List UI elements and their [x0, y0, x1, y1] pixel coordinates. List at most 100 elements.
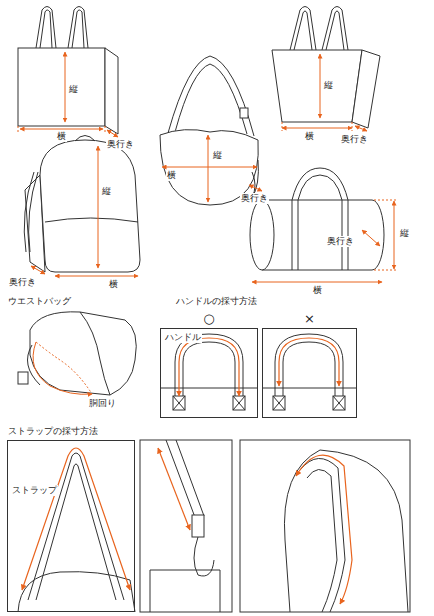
- waist-bag: [80, 312, 110, 395]
- measure-panel: ストラップ: [7, 440, 135, 612]
- measure-panel: ×: [262, 328, 357, 418]
- dimension-label: 縦: [323, 80, 334, 91]
- measure-arrow: [296, 455, 352, 604]
- measure-arrow: [162, 167, 257, 168]
- tote-bag: [294, 11, 312, 50]
- dimension-label: 縦: [68, 84, 79, 95]
- handle-figure: [283, 342, 335, 405]
- strap-figure: [18, 440, 410, 612]
- duffel-bag: [262, 200, 372, 270]
- tote-bag: [68, 7, 88, 49]
- strap-figure: [166, 440, 204, 520]
- backpack: [75, 136, 95, 142]
- measure-arrow: [98, 146, 99, 268]
- measure-arrow: [249, 185, 262, 191]
- duffel-bag: [250, 168, 384, 270]
- measure-arrow: [33, 342, 92, 394]
- section-heading: ウエストバッグ: [7, 296, 72, 307]
- shoulder-bag: [175, 64, 247, 134]
- measure-arrow: [18, 126, 19, 132]
- duffel-bag: [292, 168, 348, 200]
- measure-arrow: [22, 448, 352, 604]
- strap-figure: [307, 469, 337, 612]
- measure-arrow: [18, 52, 118, 137]
- dimension-label: 縦: [399, 228, 410, 239]
- handle-figure: [183, 342, 235, 405]
- dimension-label: 奥行き: [8, 277, 37, 288]
- measure-arrow: [374, 270, 396, 271]
- section-heading: ストラップの採寸方法: [7, 426, 99, 437]
- tote-bag: [36, 7, 56, 49]
- dimension-label: 胴回り: [88, 398, 117, 409]
- dimension-label: 奥行き: [326, 236, 355, 247]
- tote-bag: [322, 7, 348, 51]
- measure-arrow: [252, 200, 396, 282]
- backpack: [29, 172, 38, 252]
- tote-bag: [40, 10, 52, 48]
- duffel-bag: [262, 200, 372, 201]
- tote-bag: [272, 7, 380, 129]
- measure-arrow: [65, 52, 66, 122]
- section-heading: ハンドルの採寸方法: [175, 296, 258, 307]
- measure-arrow: [22, 448, 130, 590]
- tote-bag: [290, 7, 316, 51]
- handle-figure: [173, 396, 245, 410]
- duffel-bag: [292, 200, 348, 270]
- duffel-bag: [298, 175, 342, 200]
- measure-arrow: [162, 135, 262, 202]
- tote-bag: [326, 11, 344, 50]
- handle-figure: [275, 334, 343, 405]
- measure-arrow: [179, 338, 239, 396]
- waist-bag: [30, 312, 136, 395]
- duffel-bag: [262, 270, 372, 271]
- dimension-label: 横: [108, 279, 119, 290]
- strap-figure: [240, 440, 410, 612]
- duffel-bag: [250, 200, 274, 270]
- strap-figure: [150, 570, 220, 612]
- dimension-label: 縦: [212, 150, 223, 161]
- handle-figure: [175, 334, 243, 405]
- waist-bag: [18, 372, 28, 384]
- dimension-label: 横: [312, 285, 323, 296]
- strap-figure: [18, 572, 135, 612]
- dimension-label: 横: [56, 131, 67, 142]
- measure-arrow: [158, 448, 190, 530]
- judgement-mark: ○: [202, 312, 215, 326]
- dimension-label: 横: [166, 170, 177, 181]
- strap-figure: [28, 453, 124, 600]
- measure-arrow: [31, 266, 45, 274]
- measure-arrow: [33, 342, 92, 394]
- backpack: [45, 218, 138, 222]
- dimension-label: 縦: [101, 186, 112, 197]
- measure-arrow: [208, 135, 209, 202]
- dimension-label: 奥行き: [240, 193, 269, 204]
- backpack: [40, 140, 140, 272]
- measure-arrow: [320, 54, 321, 118]
- measure-arrow: [355, 126, 367, 131]
- dimension-label: 奥行き: [106, 139, 135, 150]
- handle-figure: [160, 334, 357, 410]
- dimension-label: 奥行き: [340, 134, 369, 145]
- measure-arrow: [31, 146, 138, 276]
- measure-arrow: [55, 276, 138, 277]
- measure-panel: ○ハンドル: [160, 328, 258, 418]
- measure-arrow: [20, 129, 103, 130]
- measure-arrow: [362, 230, 380, 246]
- shoulder-bag: [240, 108, 248, 118]
- measure-arrow: [36, 342, 92, 394]
- handle-figure: [273, 396, 345, 410]
- measure-arrow: [252, 282, 382, 283]
- dimension-label: 横: [304, 131, 315, 142]
- strap-figure: [320, 450, 408, 612]
- part-label: ストラップ: [11, 485, 58, 496]
- waist-bag: [18, 312, 136, 395]
- measure-arrow: [279, 338, 339, 386]
- tote-bag: [18, 48, 105, 126]
- measure-arrow: [282, 122, 283, 131]
- backpack: [24, 136, 140, 273]
- tote-bag: [18, 7, 118, 135]
- tote-bag: [272, 50, 362, 122]
- measure-arrow: [282, 128, 352, 129]
- measure-arrow: [394, 201, 395, 269]
